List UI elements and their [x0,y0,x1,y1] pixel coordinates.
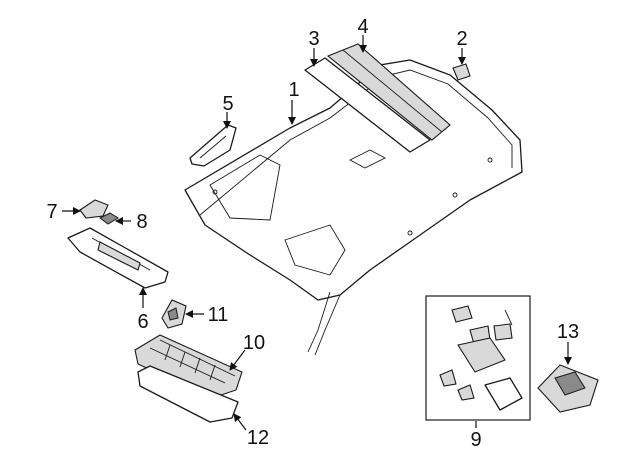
callout-4: 4 [357,16,368,38]
sun-visor-6-part [67,227,169,289]
component-kit-9-part [425,295,531,421]
callout-labels: 1 2 3 4 5 6 7 8 9 10 11 12 13 [46,16,579,451]
callout-12: 12 [247,427,269,449]
visor-clip-7-part [79,199,109,219]
leader-12 [233,413,247,431]
callout-5: 5 [222,93,233,115]
callout-1: 1 [288,79,299,101]
roof-strip-4-part [326,43,451,141]
callout-3: 3 [308,28,319,50]
callout-9: 9 [470,429,481,451]
bracket-11-part [161,299,187,329]
roof-strip-3-part [304,57,431,153]
leader-lines [62,35,572,431]
map-lamp-13-part [537,364,599,413]
clip-2-part [452,63,471,81]
callout-7: 7 [46,201,57,223]
callout-8: 8 [136,211,147,233]
callout-13: 13 [557,321,579,343]
grab-handle-5-part [189,124,237,167]
console-cover-12-part [137,365,239,423]
leader-10 [229,349,246,371]
callout-6: 6 [137,311,148,333]
callout-11: 11 [208,304,229,326]
callout-2: 2 [456,28,467,50]
callout-10: 10 [243,332,265,354]
console-10-part [134,334,243,399]
